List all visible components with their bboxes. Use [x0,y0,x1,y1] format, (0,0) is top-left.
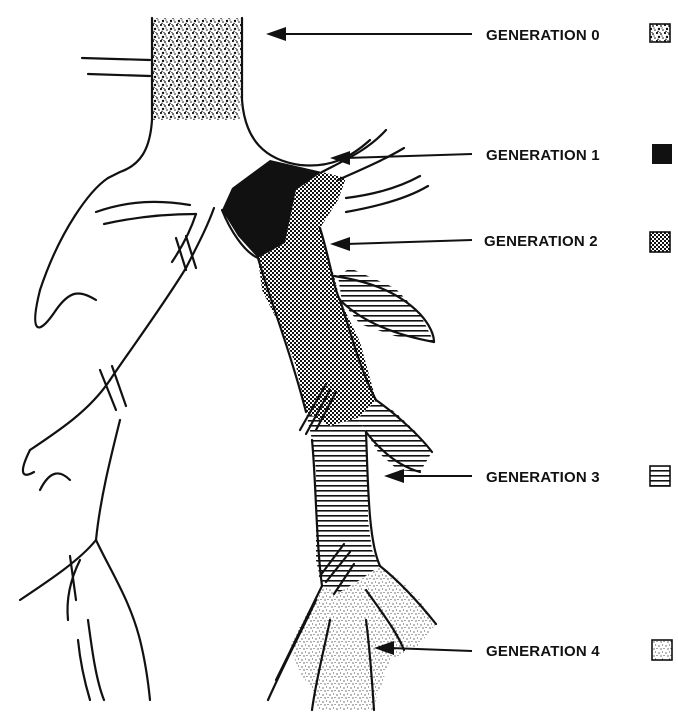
generation-2-label: GENERATION 2 [484,233,598,250]
generation-1-swatch [652,144,672,164]
generation-4-swatch [652,640,672,660]
generation-2-swatch [650,232,670,252]
generation-3-swatch [650,466,670,486]
generation-0-label: GENERATION 0 [486,27,600,44]
generation-3-pointer [384,469,472,483]
generation-0-pointer [266,27,472,41]
generation-2-pointer [330,237,472,251]
generation-4-region [290,566,436,710]
generation-4-pointer [374,641,472,655]
generation-1-label: GENERATION 1 [486,147,600,164]
generation-0-region [152,18,242,120]
generation-3-label: GENERATION 3 [486,469,600,486]
generation-0-swatch [650,24,670,42]
generation-4-label: GENERATION 4 [486,643,600,660]
